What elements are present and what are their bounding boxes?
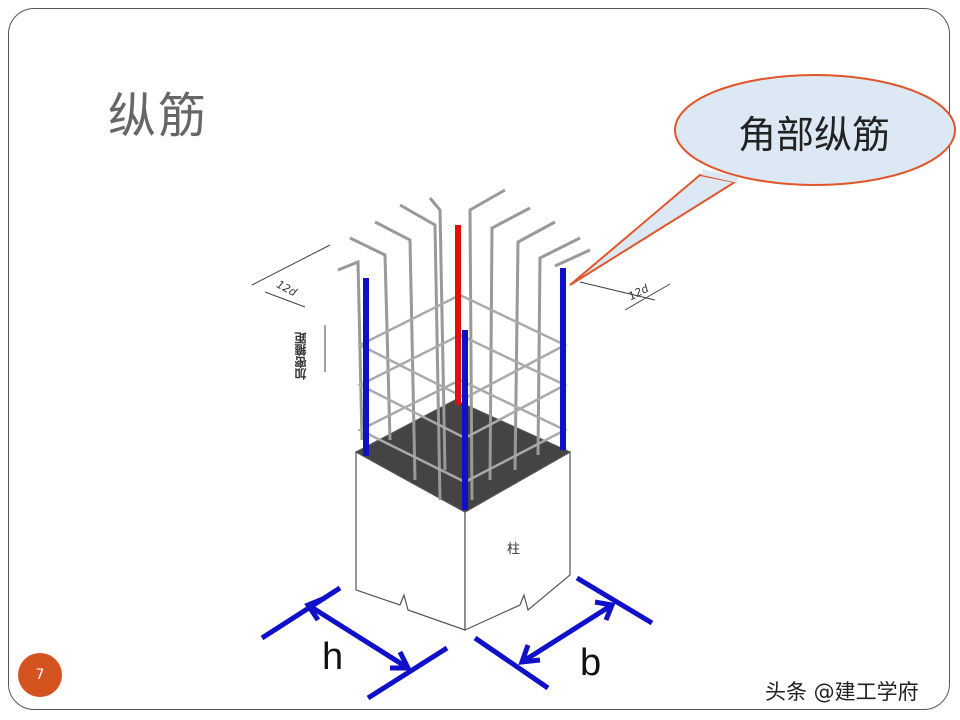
watermark: 头条 @建工学府 [765,680,919,704]
callout-bubble [569,74,956,286]
dimension-marks [251,244,671,372]
column-body [354,399,572,631]
column-label: 柱 [507,542,521,557]
b-label: b [580,642,602,684]
page-number-badge: 7 [18,653,62,697]
h-label: h [322,636,344,678]
rebars [337,188,591,501]
stirrup-spacing-label: 加密箍距 [294,332,308,380]
dimension-arrows [260,575,654,701]
callout-label: 角部纵筋 [738,113,891,157]
slide-frame [8,8,950,710]
slide-title: 纵筋 [108,88,209,144]
